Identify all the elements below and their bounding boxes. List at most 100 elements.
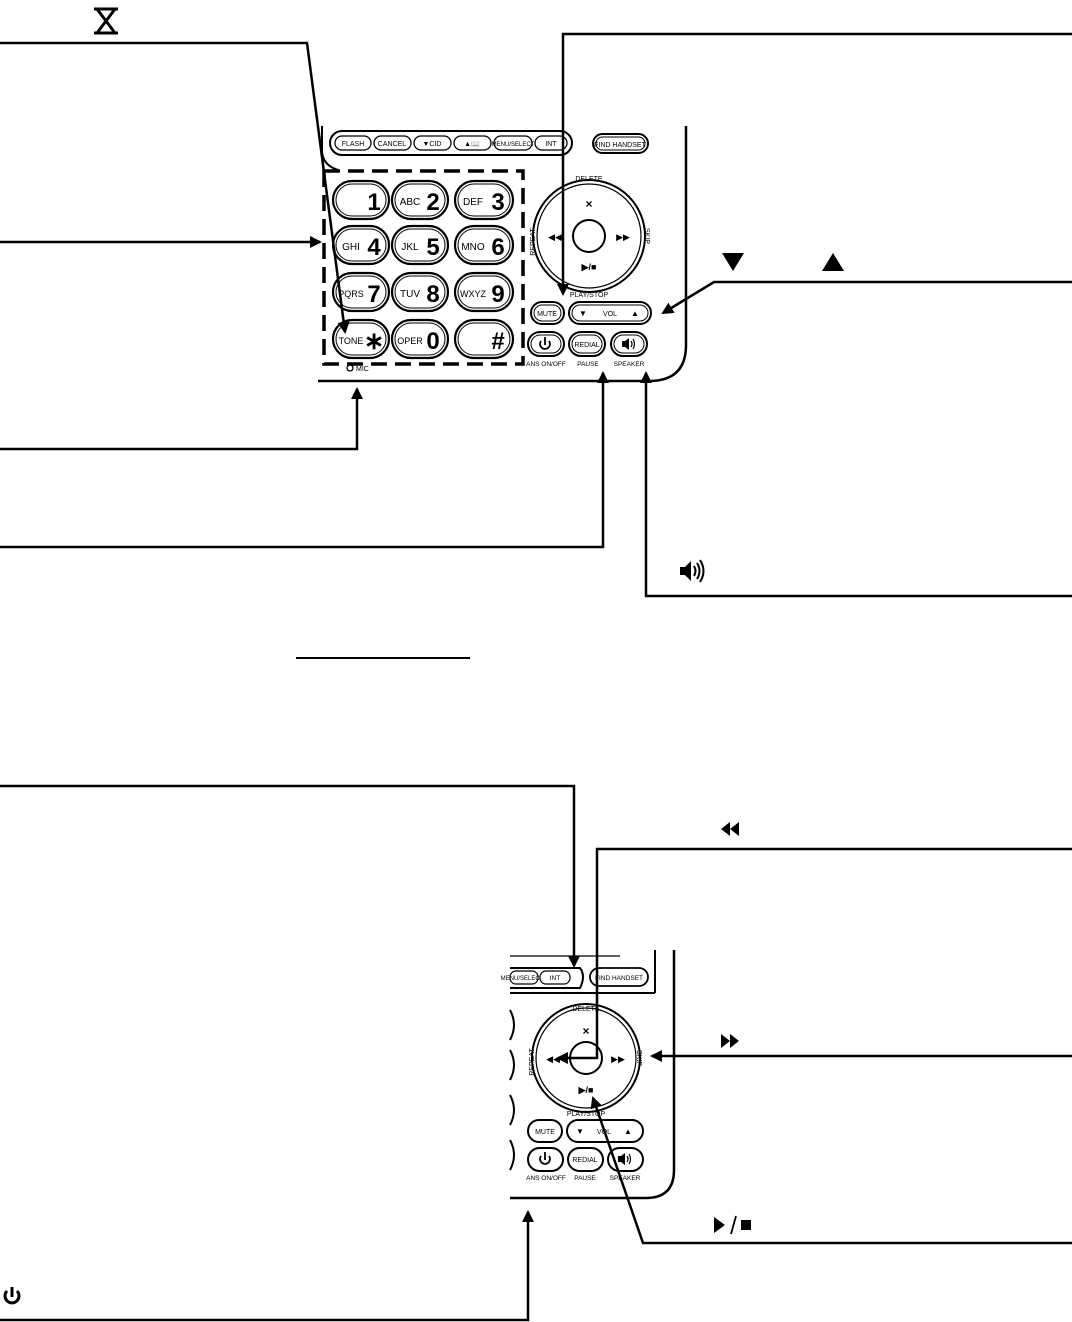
play-stop-label: PLAY/STOP [570, 292, 609, 299]
cid-key[interactable] [413, 135, 452, 151]
ans-label: ANS ON/OFF [526, 361, 566, 368]
mute-button[interactable] [530, 301, 565, 325]
keypad-key-letters: PQRS [338, 289, 364, 299]
keypad-key-digit: 9 [491, 281, 504, 308]
lower-skip-label: SKIP [635, 1050, 642, 1066]
fast-forward-callout-icon [721, 1034, 739, 1048]
keypad-key-outline[interactable] [453, 318, 515, 360]
lower-fast-forward-icon[interactable]: ▶▶ [611, 1054, 625, 1064]
repeat-callout-line [556, 847, 1072, 1064]
speaker-callout-icon [680, 559, 705, 583]
lower-ans-label: ANS ON/OFF [526, 1175, 566, 1182]
keypad-key[interactable]: # [453, 318, 515, 360]
keypad-key-letters: MNO [461, 242, 485, 253]
lower-delete-x-icon[interactable]: × [582, 1024, 589, 1038]
lower-int-key[interactable] [539, 970, 571, 985]
tone-star-icon [94, 7, 118, 35]
keypad-key-digit: 7 [367, 281, 380, 308]
vol-up-icon[interactable]: ▲ [631, 309, 639, 318]
keypad-key-outline[interactable] [331, 179, 391, 221]
lower-rewind-icon[interactable]: ◀◀ [546, 1054, 560, 1064]
lower-find-handset-key[interactable] [589, 967, 649, 987]
keypad-key-letters: WXYZ [460, 289, 487, 299]
keypad-key-outline[interactable] [453, 224, 515, 266]
rewind-callout-icon [721, 822, 739, 836]
lower-redial-label: REDIAL [572, 1157, 597, 1164]
lower-play-stop-icon[interactable]: ▶/■ [578, 1085, 594, 1095]
keypad-key-outline[interactable] [390, 318, 450, 360]
lower-vol-down-icon[interactable]: ▼ [576, 1127, 584, 1136]
keypad-key-inner [457, 275, 511, 309]
delete-x-icon[interactable]: × [585, 197, 592, 211]
keypad-key-letters: JKL [401, 242, 419, 253]
lower-repeat-label: REPEAT [529, 1048, 536, 1076]
skip-label: SKIP [643, 228, 650, 244]
directory-key[interactable] [453, 135, 492, 151]
speaker-callout-line [640, 371, 1072, 598]
lower-mute-label: MUTE [535, 1129, 555, 1136]
lower-find-handset-label: FIND HANDSET [595, 975, 643, 982]
keypad-key[interactable]: 1 [331, 179, 391, 221]
keypad-key-inner [394, 228, 446, 262]
rewind-icon[interactable]: ◀◀ [548, 232, 562, 242]
ans-on-off-button[interactable] [527, 331, 565, 357]
keypad-key-digit: 1 [367, 189, 380, 216]
keypad-key-digit: 2 [426, 189, 439, 216]
find-handset-key[interactable] [592, 133, 649, 154]
keypad-key[interactable]: WXYZ 9 [453, 271, 515, 313]
int-key[interactable] [534, 135, 568, 151]
keypad-key-inner [457, 228, 511, 262]
keypad-highlight-box [322, 169, 525, 366]
lower-int-label: INT [550, 975, 561, 982]
cancel-key[interactable] [373, 135, 412, 151]
play-stop-icon[interactable]: ▶/■ [581, 262, 597, 272]
keypad-key-outline[interactable] [331, 271, 391, 313]
keypad-key-inner [335, 275, 387, 309]
keypad-key[interactable]: TONE∗ [331, 318, 391, 360]
menu-select-key[interactable] [493, 135, 533, 151]
lower-mute-button[interactable] [527, 1119, 563, 1143]
lower-nav-ring: × ◀◀ ▶▶ ▶/■ DELETE REPEAT SKIP PLAY/STOP [529, 1003, 642, 1118]
speaker-button[interactable] [610, 331, 648, 357]
volume-button[interactable] [568, 301, 652, 325]
fast-forward-icon[interactable]: ▶▶ [616, 232, 630, 242]
upper-callouts [0, 7, 1072, 659]
keypad-key-digit: 4 [367, 234, 381, 261]
keypad-key-inner [394, 275, 446, 309]
play-stop-callout-line [590, 1096, 1072, 1245]
keypad-key-outline[interactable] [390, 224, 450, 266]
keypad-key-outline[interactable] [453, 271, 515, 313]
keypad-key-inner [335, 183, 387, 217]
keypad-key-outline[interactable] [453, 179, 515, 221]
vol-label: VOL [603, 311, 617, 318]
lower-menu-select-key[interactable] [509, 970, 539, 985]
lower-ans-on-off-button[interactable] [527, 1147, 564, 1172]
play-stop-callout-icon [714, 1215, 751, 1235]
keypad-key[interactable]: ABC 2 [390, 179, 450, 221]
lower-volume-button[interactable] [566, 1119, 644, 1143]
lower-vol-up-icon[interactable]: ▲ [624, 1127, 632, 1136]
redial-button[interactable] [568, 331, 606, 357]
speaker-label: SPEAKER [614, 361, 645, 368]
keypad-key-inner [394, 183, 446, 217]
center-button[interactable] [572, 219, 606, 253]
flash-key[interactable] [334, 135, 372, 151]
lower-speaker-button[interactable] [607, 1147, 644, 1172]
pause-label: PAUSE [577, 361, 599, 368]
keypad-key-letters: ABC [400, 197, 421, 208]
lower-redial-button[interactable] [567, 1147, 604, 1172]
mic-callout-line [0, 387, 363, 451]
keypad-key-outline[interactable] [390, 271, 450, 313]
vol-down-icon[interactable]: ▼ [579, 309, 587, 318]
keypad-key-outline[interactable] [390, 179, 450, 221]
power-icon [539, 337, 551, 350]
repeat-label: REPEAT [530, 228, 537, 256]
